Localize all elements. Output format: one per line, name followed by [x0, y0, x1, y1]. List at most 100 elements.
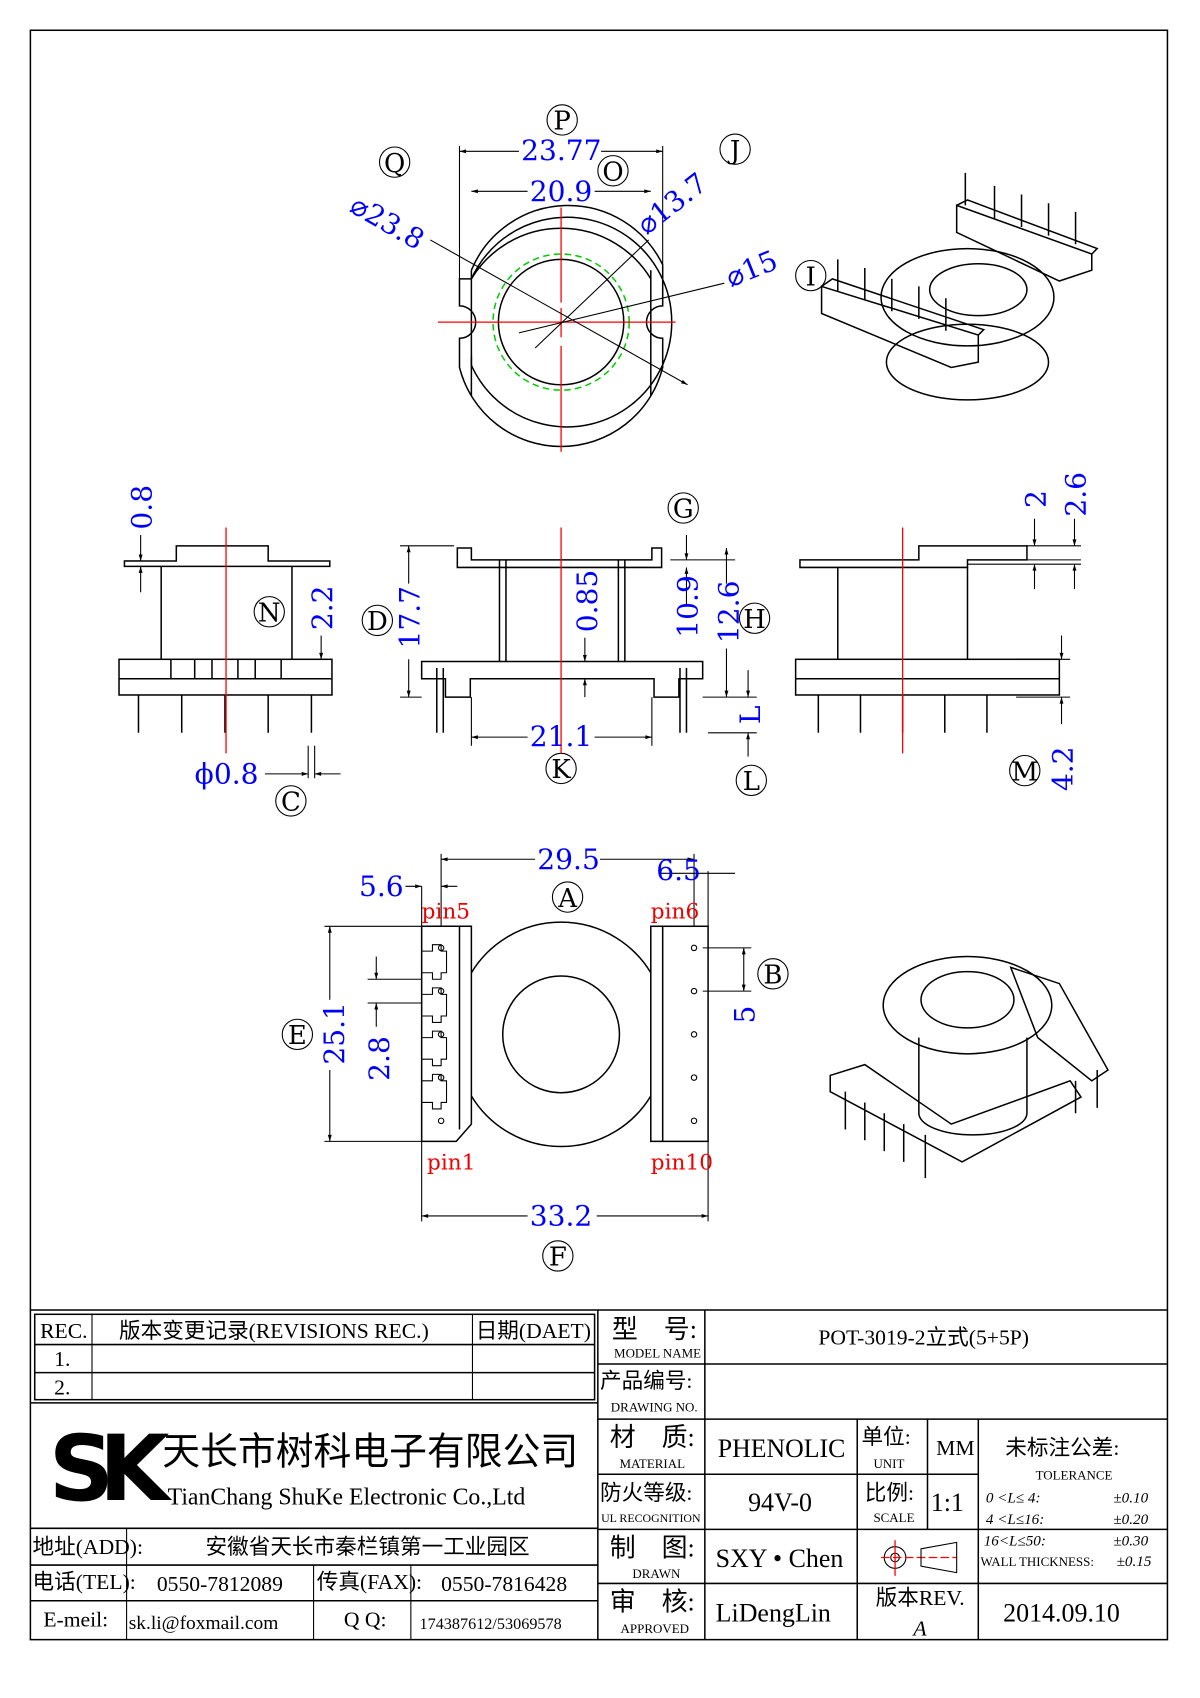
approved-by: LiDengLin [716, 1598, 831, 1627]
svg-text:N: N [258, 598, 281, 628]
svg-text:O: O [602, 158, 623, 188]
pin5-label: pin5 [422, 900, 470, 925]
qq-value: 174387612/53069578 [419, 1615, 561, 1633]
svg-text:±0.30: ±0.30 [1113, 1534, 1148, 1550]
isometric-view-top [820, 172, 1099, 401]
svg-text:Q Q:: Q Q: [344, 1608, 387, 1632]
drawn-by: SXY • Chen [716, 1544, 844, 1573]
title-block: REC. 版本变更记录(REVISIONS REC.) 日期(DAET) 1. … [30, 1309, 1168, 1640]
svg-text:K: K [551, 755, 571, 785]
dim-pin-diameter: ϕ0.8 [195, 758, 259, 791]
svg-text:UL RECOGNITION: UL RECOGNITION [601, 1511, 701, 1525]
material-value: PHENOLIC [718, 1434, 846, 1463]
dim-left-offset: 5.6 [359, 870, 404, 903]
dim-inner-height: 10.9 [671, 575, 704, 638]
svg-text:审 核:: 审 核: [610, 1587, 695, 1616]
svg-text:4 <L≤16:: 4 <L≤16: [986, 1512, 1044, 1528]
balloon-n: N [253, 596, 285, 628]
svg-text:版本REV.: 版本REV. [876, 1586, 965, 1610]
svg-text:日期(DAET): 日期(DAET) [476, 1319, 591, 1343]
dim-step-2-6: 2.6 [1059, 472, 1092, 517]
dim-outer-height: 12.6 [712, 581, 745, 644]
dim-flat-width: 20.9 [530, 175, 593, 208]
balloon-d: D [361, 604, 394, 637]
svg-text:防火等级:: 防火等级: [600, 1481, 692, 1505]
svg-text:TOLERANCE: TOLERANCE [1036, 1468, 1113, 1483]
svg-text:D: D [367, 607, 388, 637]
svg-text:H: H [743, 605, 766, 635]
svg-text:制 图:: 制 图: [610, 1533, 695, 1562]
dim-base-width: 21.1 [530, 720, 593, 753]
svg-text:传真(FAX):: 传真(FAX): [317, 1570, 422, 1594]
side-view-middle: 17.7 0.85 10.9 12.6 L 21.1 [393, 527, 767, 757]
svg-text:材 质:: 材 质: [610, 1423, 695, 1452]
svg-text:P: P [553, 107, 570, 137]
svg-text:0 <L≤ 4:: 0 <L≤ 4: [986, 1490, 1041, 1506]
balloon-o: O [597, 155, 629, 188]
address-value: 安徽省天长市秦栏镇第一工业园区 [205, 1535, 529, 1559]
svg-text:MODEL NAME: MODEL NAME [614, 1346, 701, 1361]
svg-text:±0.15: ±0.15 [1117, 1554, 1152, 1570]
dim-slot: 2.8 [363, 1036, 396, 1081]
svg-text:±0.10: ±0.10 [1113, 1490, 1148, 1506]
company-logo: SK [49, 1417, 188, 1522]
svg-text:比例:: 比例: [865, 1481, 914, 1505]
balloon-k: K [545, 752, 577, 785]
ul-value: 94V-0 [748, 1488, 812, 1517]
svg-text:单位:: 单位: [862, 1425, 911, 1449]
balloon-g: G [667, 492, 699, 525]
svg-text:SCALE: SCALE [873, 1510, 914, 1525]
svg-text:WALL THICKNESS:: WALL THICKNESS: [980, 1554, 1093, 1569]
balloon-i: I [795, 259, 827, 292]
projection-symbol-icon [881, 1540, 958, 1576]
svg-text:未标注公差:: 未标注公差: [1005, 1436, 1119, 1460]
balloons: P Q O J I G N D H C K L M A B E F [253, 104, 1041, 1273]
dim-mid-diameter: ⌀15 [721, 244, 782, 294]
dim-step-2: 2 [1019, 490, 1052, 508]
side-view-left: 0.8 2.2 ϕ0.8 [118, 485, 341, 791]
dim-step-height: 2.2 [306, 585, 339, 630]
email-value: sk.li@foxmail.com [129, 1613, 279, 1634]
svg-text:电话(TEL):: 电话(TEL): [33, 1570, 136, 1594]
svg-text:REC.: REC. [40, 1319, 87, 1343]
isometric-view-bottom [829, 955, 1109, 1179]
dim-top-thickness: 0.8 [125, 485, 158, 530]
dim-pin-4-2: 4.2 [1046, 746, 1079, 791]
svg-text:E-meil:: E-meil: [43, 1608, 108, 1632]
unit-value: MM [936, 1436, 974, 1460]
svg-text:型 号:: 型 号: [612, 1315, 697, 1344]
dim-pin-length: L [734, 706, 767, 725]
dim-inner-diameter: ⌀13.7 [630, 166, 713, 241]
tolerance-table: 0 <L≤ 4:±0.10 4 <L≤16:±0.20 16<L≤50:±0.3… [980, 1490, 1151, 1570]
svg-text:版本变更记录(REVISIONS REC.): 版本变更记录(REVISIONS REC.) [119, 1319, 429, 1343]
svg-text:B: B [763, 961, 782, 991]
svg-text:DRAWING NO.: DRAWING NO. [611, 1400, 698, 1415]
balloon-j: J [719, 133, 751, 166]
svg-text:APPROVED: APPROVED [621, 1621, 689, 1636]
revisions-table: REC. 版本变更记录(REVISIONS REC.) 日期(DAET) 1. … [33, 1313, 596, 1401]
company-name-cn: 天长市树科电子有限公司 [162, 1432, 578, 1474]
svg-text:产品编号:: 产品编号: [600, 1369, 692, 1393]
revision-value: A [911, 1616, 927, 1640]
tel-value: 0550-7812089 [157, 1572, 283, 1596]
top-view: 23.77 20.9 ⌀23.8 ⌀13.7 ⌀15 [345, 134, 782, 452]
svg-text:L: L [743, 767, 760, 797]
svg-text:G: G [673, 495, 694, 525]
balloon-a: A [551, 881, 584, 914]
svg-text:A: A [557, 884, 577, 914]
balloon-l: L [735, 764, 767, 797]
balloon-p: P [546, 104, 578, 137]
dim-base-total: 33.2 [530, 1200, 593, 1233]
svg-text:地址(ADD):: 地址(ADD): [33, 1535, 143, 1559]
svg-text:Q: Q [384, 149, 405, 179]
model-name: POT-3019-2立式(5+5P) [818, 1326, 1029, 1350]
balloon-m: M [1009, 754, 1041, 787]
svg-text:SK: SK [49, 1417, 173, 1522]
svg-text:MATERIAL: MATERIAL [619, 1456, 685, 1471]
svg-text:M: M [1011, 757, 1038, 787]
balloon-e: E [281, 1018, 314, 1051]
balloon-c: C [275, 785, 307, 818]
scale-value: 1:1 [931, 1488, 964, 1517]
company-name-en: TianChang ShuKe Electronic Co.,Ltd [168, 1485, 526, 1511]
